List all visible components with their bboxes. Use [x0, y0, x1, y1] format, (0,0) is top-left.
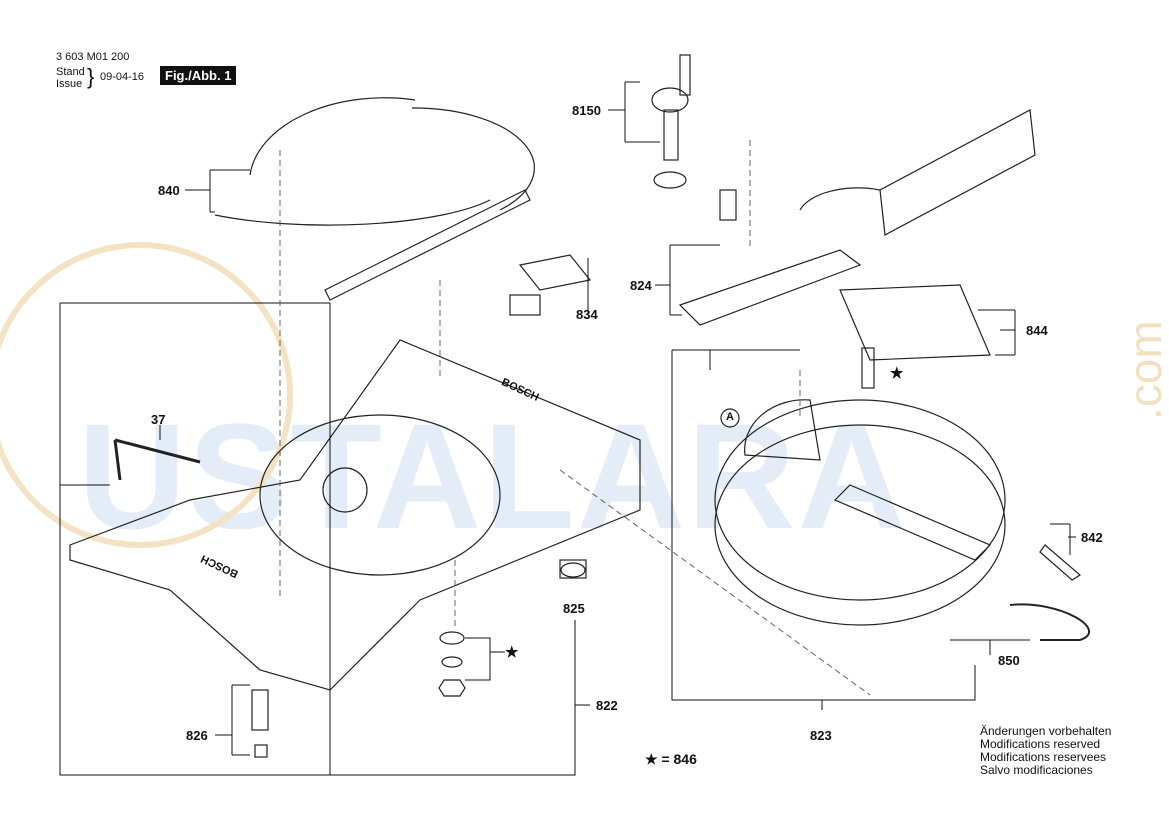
callout-834: 834 [576, 307, 598, 322]
watermark-circle [0, 242, 293, 548]
base-turntable-ring [259, 414, 501, 576]
callout-840: 840 [158, 183, 180, 198]
issue-date: 09-04-16 [100, 71, 145, 83]
callout-825: 825 [563, 601, 585, 616]
star-marker-bolt: ★ [890, 365, 904, 382]
allen-key [114, 438, 201, 464]
callout-826: 826 [186, 728, 208, 743]
circle-a [720, 408, 740, 428]
base-body [69, 339, 641, 691]
lock-knob [651, 87, 689, 113]
turntable [714, 399, 1006, 601]
bolt [861, 347, 875, 389]
guide-plate [839, 284, 991, 361]
knob-834 [518, 254, 592, 291]
washer [439, 631, 465, 645]
turntable-handle [1009, 603, 1090, 641]
callout-850: 850 [998, 653, 1020, 668]
note-line: Salvo modificaciones [980, 763, 1093, 777]
foot-825 [560, 562, 586, 578]
brace: } [87, 64, 95, 89]
figure-label: Fig./Abb. 1 [160, 66, 237, 85]
note-line: Änderungen vorbehalten [980, 724, 1112, 738]
callout-842: 842 [1081, 530, 1103, 545]
callout-824: 824 [630, 278, 652, 293]
scale-strip [324, 189, 531, 301]
callout-37: 37 [151, 412, 166, 427]
watermark: USTALARA [78, 392, 908, 560]
ring-upper [249, 97, 416, 176]
star-legend: ★ = 846 [645, 751, 697, 767]
modification-notes: Änderungen vorbehalten Modifications res… [980, 725, 1111, 777]
part-number: 3 603 M01 200 [56, 51, 130, 63]
callout-822: 822 [596, 698, 618, 713]
ring-lower [214, 199, 491, 226]
bracket-842 [1039, 544, 1082, 581]
callout-a: A [726, 411, 734, 423]
clamp-bracket [678, 249, 862, 326]
issue-label: Issue [56, 78, 83, 90]
callout-844: 844 [1026, 323, 1048, 338]
turntable-fin [744, 399, 821, 461]
callout-823: 823 [810, 728, 832, 743]
fence-plate [879, 109, 1036, 236]
note-line: Modifications reserved [980, 737, 1101, 751]
star-marker-washers: ★ [505, 644, 519, 661]
callout-8150: 8150 [572, 103, 601, 118]
spring-826 [251, 689, 269, 731]
stand-label: Stand [56, 66, 85, 78]
note-line: Modifications reservees [980, 750, 1107, 764]
